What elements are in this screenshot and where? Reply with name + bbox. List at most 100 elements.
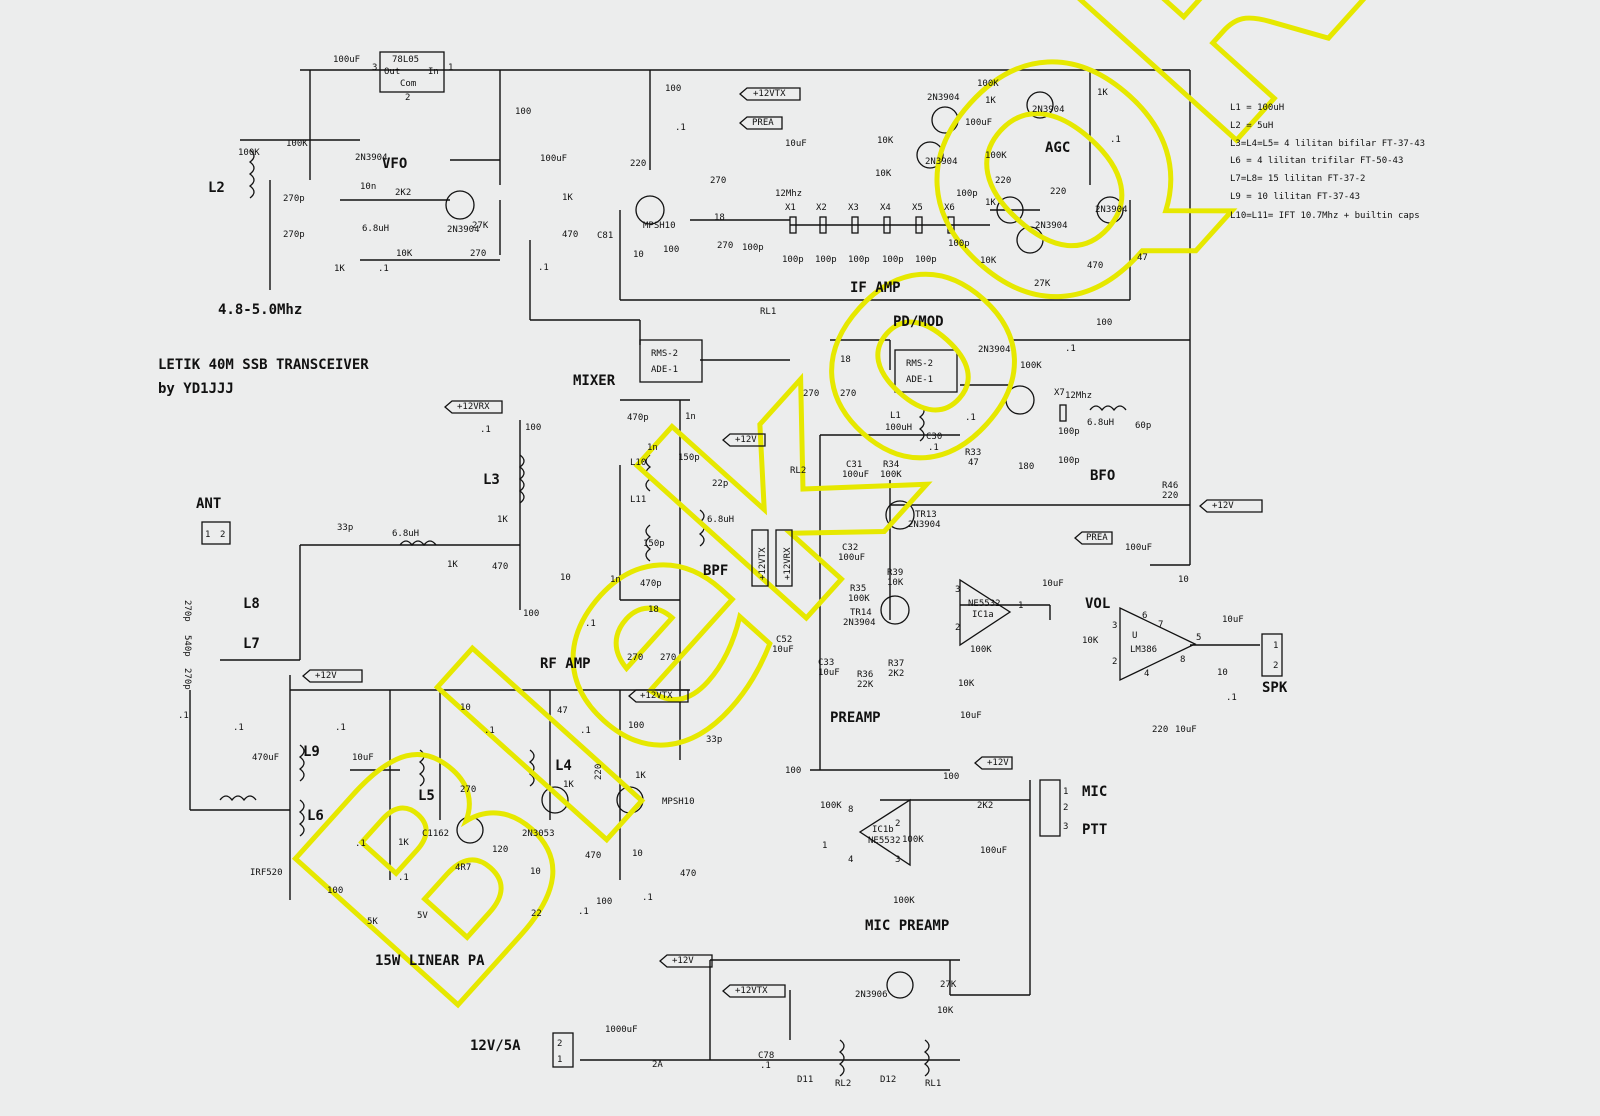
val-r2k2: 2K2 [395,188,411,198]
val-c100uf-mic: 100uF [980,846,1007,856]
label-mic-preamp: MIC PREAMP [865,918,949,934]
opamp1-a: NE5532 [968,599,1001,609]
val-r46: R46 [1162,481,1178,491]
pin-8: 8 [1180,655,1185,665]
l4-label: L4 [555,758,572,774]
val-c52: C52 [776,635,792,645]
label-vfo-range: 4.8-5.0Mhz [218,302,302,318]
val-c100p-6: 100p [948,239,970,249]
val-r10k-vfo: 10K [396,249,413,259]
label-ptt: PTT [1082,822,1107,838]
section-labels: VFO 4.8-5.0Mhz IF AMP AGC MIXER PD/MOD B… [196,140,1288,1054]
ant-connector [201,521,231,545]
val-c10uf-386: 10uF [1175,725,1197,735]
val-r10k-ptt: 10K [937,1006,954,1016]
val-r100-ifa: 100 [665,84,681,94]
q-agc4: 2N3904 [1035,221,1068,231]
val-r1k-ant: 1K [447,560,458,570]
rail-12vtx-1: +12VTX [753,89,786,99]
val-c10uf-pa: 10uF [352,753,374,763]
val-r1k-pa: 1K [563,780,574,790]
val-r10k-pre: 10K [958,679,975,689]
q-agc2: 2N3904 [1032,105,1065,115]
rail-12v-1: +12V [735,435,757,445]
d11-label: D11 [797,1075,813,1085]
pin-6: 6 [1142,611,1147,621]
ant-pin-1: 1 [205,530,210,540]
val-r10-pa3: 10 [632,849,643,859]
val-r10-386: 10 [1178,575,1189,585]
val-r18-ifa: 18 [714,213,725,223]
regulator-box [379,51,445,93]
title-block: LETIK 40M SSB TRANSCEIVER by YD1JJJ [158,357,369,397]
val-r270-ifa2: 270 [717,241,733,251]
val-r220-pa: 220 [594,764,604,780]
val-r220-agc: 220 [995,176,1011,186]
val-r470-rf: 470 [492,562,508,572]
val-c100p-5: 100p [915,255,937,265]
val-c32: C32 [842,543,858,553]
label-mic: MIC [1082,784,1107,800]
reg-in: In [428,67,439,77]
pin-8b: 8 [848,805,853,815]
val-c10u-agc: 10uF [785,139,807,149]
ant-pin-2: 2 [220,530,225,540]
val-c60p: 60p [1135,421,1151,431]
label-vfo: VFO [382,156,407,172]
pin-2d: 2 [895,819,900,829]
val-c1-spk: .1 [1226,693,1237,703]
xtal-row [789,216,1067,422]
rail-12vtx-3: +12VTX [735,986,768,996]
val-r1k-agc2: 1K [1097,88,1108,98]
val-c100p-ifa: 100p [742,243,764,253]
rail-12v-4: +12V [987,758,1009,768]
title-line1: LETIK 40M SSB TRANSCEIVER [158,357,369,373]
val-r10k-agc3: 10K [980,256,997,266]
label-bfo: BFO [1090,468,1115,484]
pin-1c: 1 [822,841,827,851]
val-r270-pd2: 270 [840,389,856,399]
l7-label: L7 [243,636,260,652]
x7-label: X7 [1054,388,1065,398]
pin-3b: 3 [955,585,960,595]
note-l7: L7=L8= 15 lilitan FT-37-2 [1230,174,1365,184]
note-l9: L9 = 10 lilitan FT-37-43 [1230,192,1360,202]
val-r100-pa2: 100 [596,897,612,907]
val-c470uf: 470uF [252,753,279,763]
val-c270p-ant2: 270p [182,668,192,690]
spk-pin-2: 2 [1273,661,1278,671]
mic-pin-2: 2 [1063,803,1068,813]
val-r270-ifa: 270 [710,176,726,186]
opamp2-a: IC1b [872,825,894,835]
mixer2-a: RMS-2 [906,359,933,369]
val-c52-val: 10uF [772,645,794,655]
val-r100-mic: 100 [785,766,801,776]
coil-symbols [219,149,1127,1077]
val-r47-pa: 47 [557,706,568,716]
pwr-pin-2: 2 [557,1039,562,1049]
q-agc5: 2N3904 [1095,205,1128,215]
opamp1-b: IC1a [972,610,994,620]
val-r1k-pa3: 1K [398,838,409,848]
val-l6u8-bfo: 6.8uH [1087,418,1114,428]
val-r100k-mic: 100K [820,801,842,811]
label-ant: ANT [196,496,221,512]
label-power: 12V/5A [470,1038,521,1054]
pin-3d: 3 [895,855,900,865]
label-preamp: PREAMP [830,710,881,726]
val-c1-pa: .1 [233,723,244,733]
power-connector [552,1032,574,1068]
val-r1k-ifa: 1K [562,193,573,203]
rail-12vtx-2: +12VTX [640,691,673,701]
val-r10-pa: 10 [460,703,471,713]
val-r27k: 27K [472,221,489,231]
note-l10: L10=L11= IFT 10.7Mhz + builtin caps [1230,211,1420,221]
note-l2: L2 = 5uH [1230,121,1273,131]
val-r1k-agc: 1K [985,96,996,106]
q-pa2: 2N3053 [522,829,555,839]
rail-12v-3: +12V [315,671,337,681]
q-tr14: TR14 [850,608,872,618]
q-bfo: 2N3904 [978,345,1011,355]
val-c32-val: 100uF [838,553,865,563]
x6-label: X6 [944,203,955,213]
